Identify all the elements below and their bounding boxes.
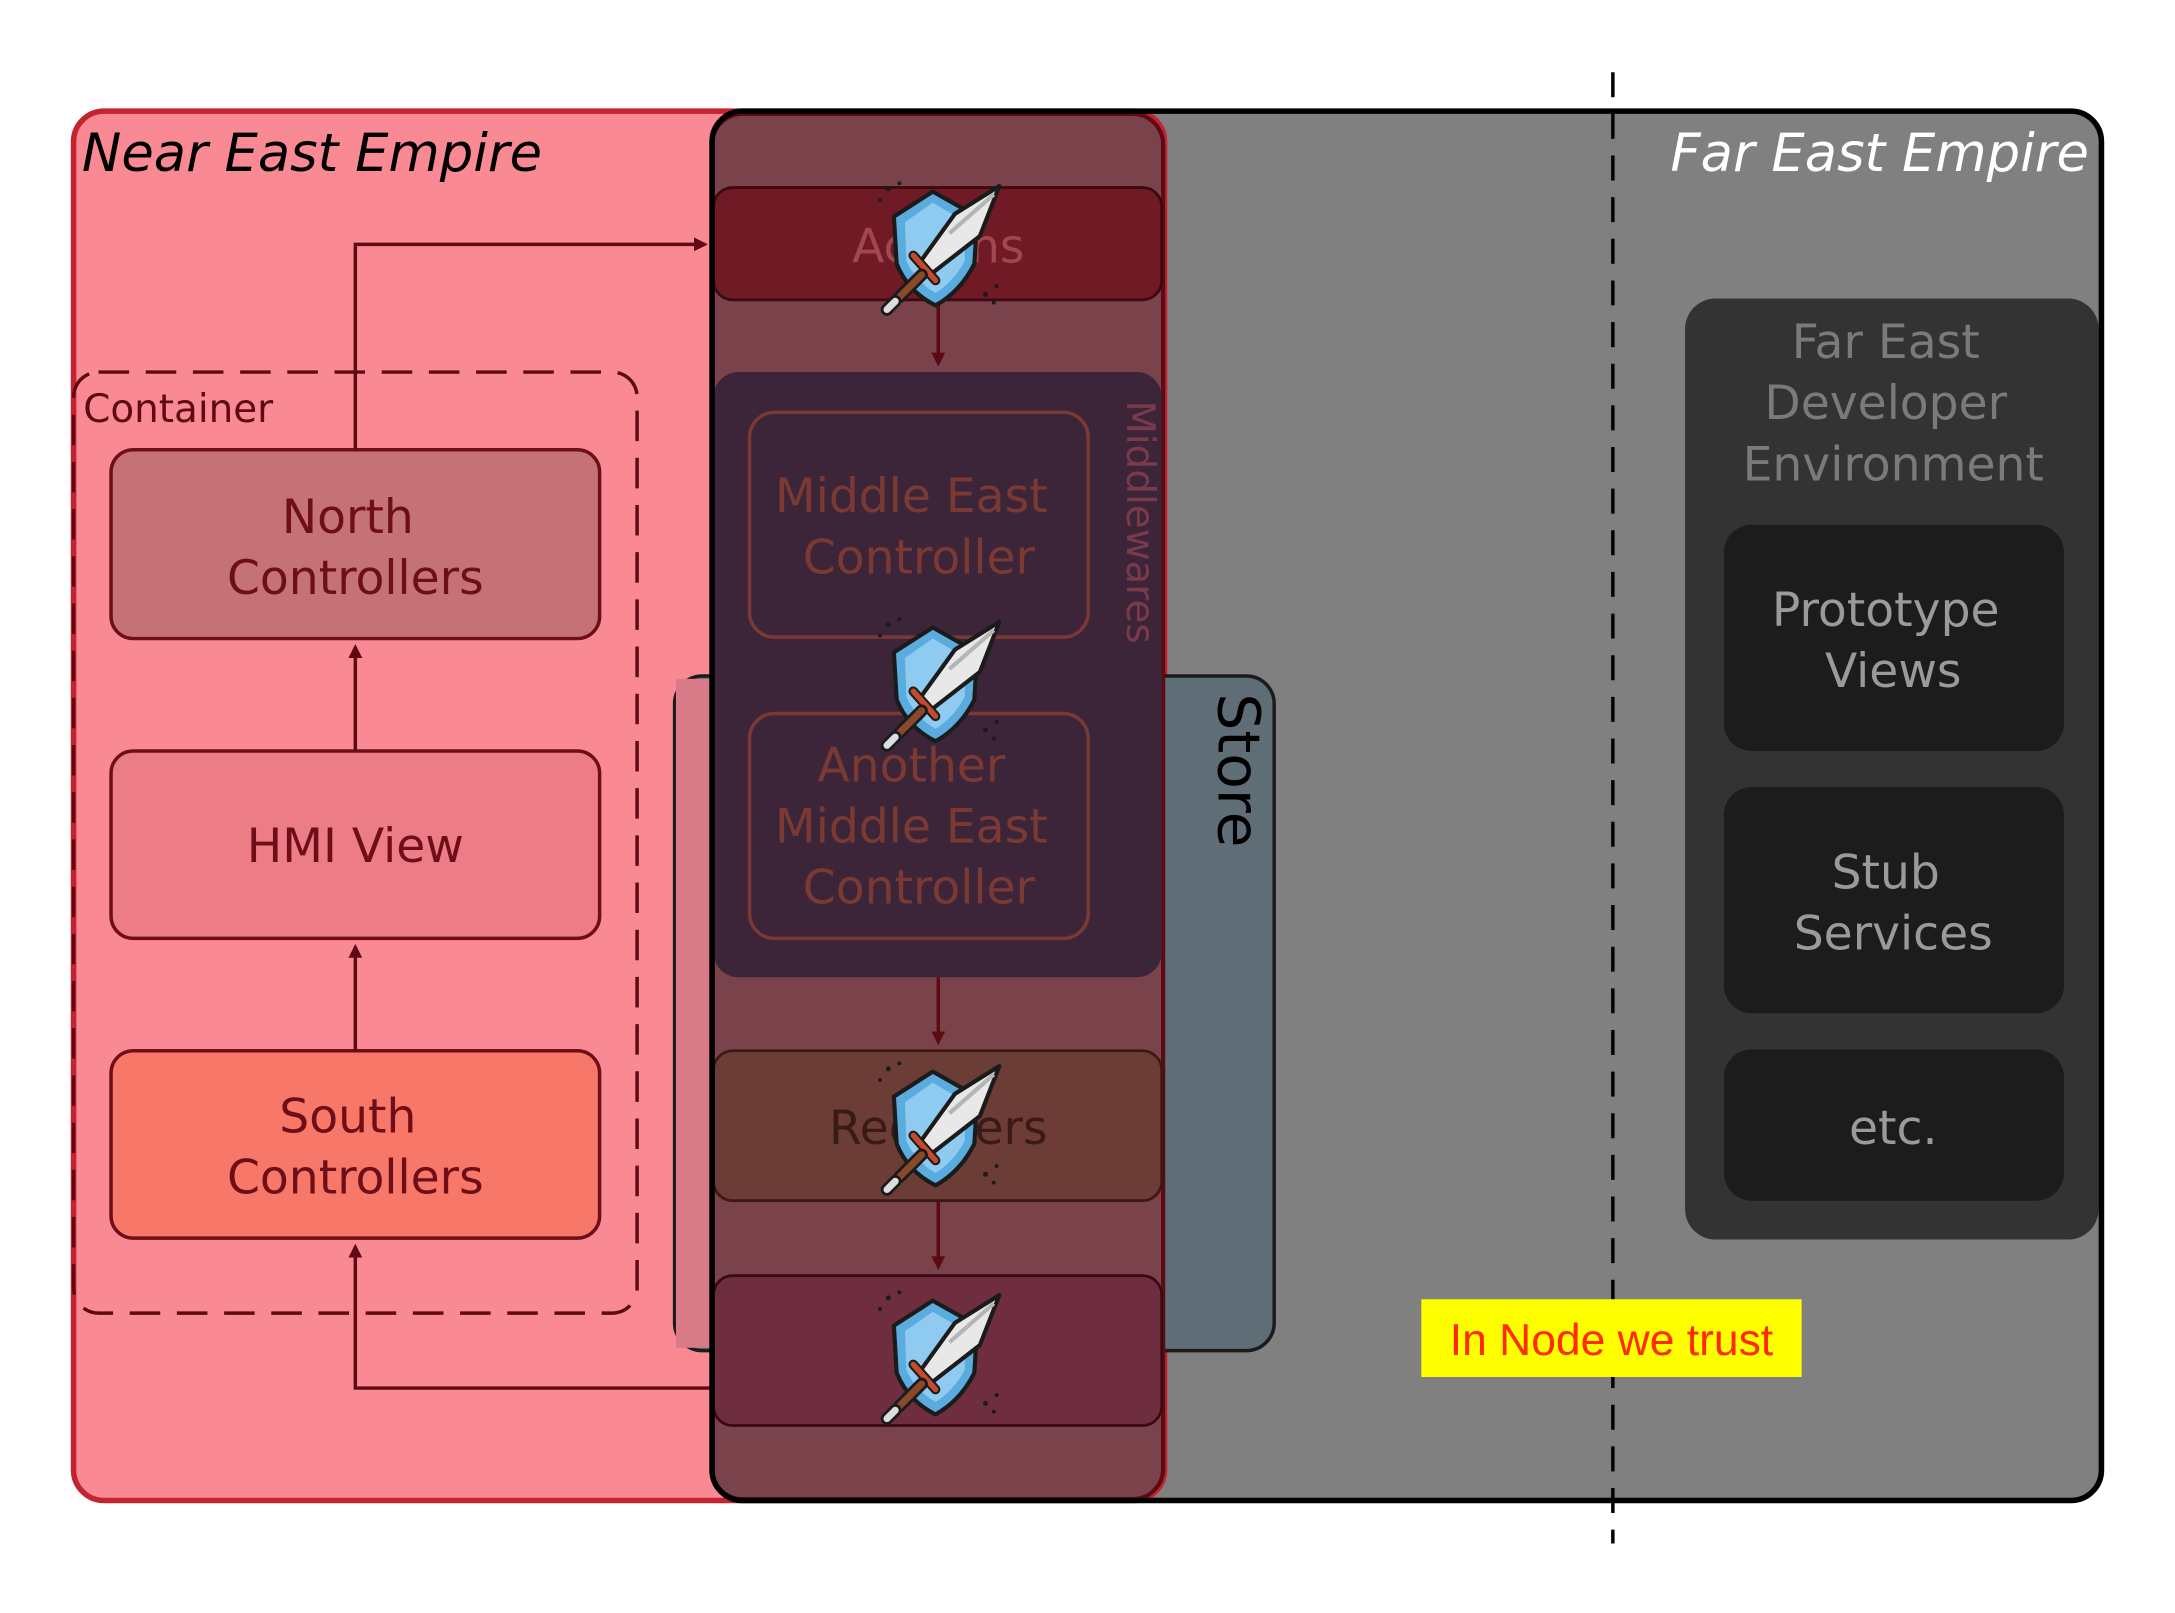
- arrow-store-to-south: [348, 1243, 714, 1390]
- stub-services-box[interactable]: [1723, 787, 2064, 1014]
- store-label: Store: [1205, 693, 1273, 847]
- north-controllers-label: North Controllers: [227, 490, 484, 606]
- prototype-views-box[interactable]: [1723, 524, 2064, 751]
- far-east-dev-env-title: Far East Developer Environment: [1743, 315, 2044, 492]
- far-east-empire-border: [709, 108, 2105, 1504]
- south-controllers-label: South Controllers: [227, 1090, 484, 1206]
- note-box: [1421, 1299, 1802, 1377]
- arrow-north-to-actions: [353, 237, 708, 450]
- stub-services-label: Stub Services: [1794, 845, 1993, 961]
- near-east-empire-title: Near East Empire: [82, 123, 542, 184]
- hmi-view-label: HMI View: [247, 819, 464, 874]
- etc-box[interactable]: [1723, 1049, 2064, 1201]
- another-middle-east-controller-label: Another Middle East Controller: [775, 739, 1063, 916]
- prototype-views-label: Prototype Views: [1772, 583, 2015, 699]
- container-label: Container: [83, 387, 273, 432]
- middle-east-controller-label: Middle East Controller: [775, 469, 1063, 585]
- middlewares-label: Middlewares: [1117, 400, 1162, 643]
- note-text: In Node we trust: [1450, 1316, 1774, 1365]
- etc-label: etc.: [1849, 1101, 1937, 1156]
- far-east-empire-title: Far East Empire: [1670, 123, 2089, 184]
